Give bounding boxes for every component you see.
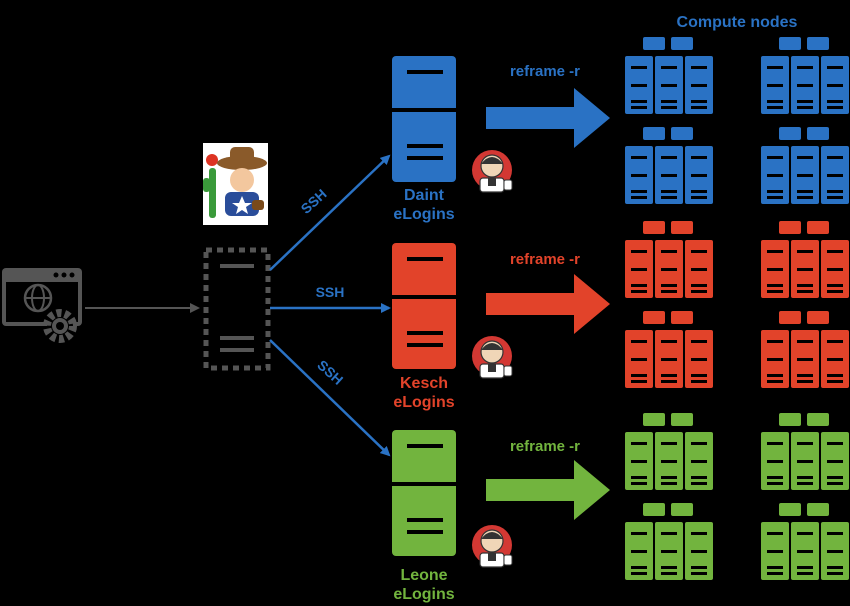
leone-server-rack-icon-2 [625,503,713,580]
daint-server-rack-icon-0 [625,37,713,114]
leone-login-server-icon [392,430,456,556]
ssh-label-daint: SSH [298,186,330,217]
daint-cluster-name: Daint [404,187,445,204]
dashed-server-icon [203,247,271,371]
kesch-server-rack-icon-3 [761,311,849,388]
leone-cluster-name: Leone [400,567,447,584]
cluster-kesch: Kesch eLogins reframe -r [392,221,849,411]
leone-cluster-sub: eLogins [393,586,454,603]
compute-nodes-title: Compute nodes [677,14,798,31]
leone-server-rack-icon-0 [625,413,713,490]
cluster-rows: Daint eLogins reframe -r Kesch eLogins refram… [392,37,849,603]
daint-cluster-sub: eLogins [393,206,454,223]
daint-jenkins-butler-icon [472,150,513,193]
leone-command-label: reframe -r [510,438,580,455]
kesch-jenkins-butler-icon [472,336,513,379]
kesch-cluster-sub: eLogins [393,394,454,411]
ssh-links [269,154,391,457]
cluster-leone: Leone eLogins reframe -r [392,413,849,603]
ssh-label-leone: SSH [314,357,346,388]
ssh-link-leone [269,339,391,457]
daint-server-rack-icon-3 [761,127,849,204]
kesch-server-rack-icon-2 [625,311,713,388]
kesch-run-arrow [486,274,610,334]
kesch-server-rack-icon-0 [625,221,713,298]
daint-command-label: reframe -r [510,63,580,80]
daint-server-rack-icon-2 [625,127,713,204]
leone-jenkins-butler-icon [472,525,513,568]
ssh-label-kesch: SSH [316,284,345,300]
leone-server-rack-icon-1 [761,413,849,490]
daint-server-rack-icon-1 [761,37,849,114]
ssh-link-daint [269,154,391,271]
daint-run-arrow [486,88,610,148]
kesch-command-label: reframe -r [510,251,580,268]
browser-gear-icon [2,268,82,343]
kesch-login-server-icon [392,243,456,369]
cluster-daint: Daint eLogins reframe -r [392,37,849,223]
kesch-cluster-name: Kesch [400,375,448,392]
cowboy-cactus-icon [203,143,268,225]
leone-run-arrow [486,460,610,520]
leone-server-rack-icon-3 [761,503,849,580]
daint-login-server-icon [392,56,456,182]
kesch-server-rack-icon-1 [761,221,849,298]
